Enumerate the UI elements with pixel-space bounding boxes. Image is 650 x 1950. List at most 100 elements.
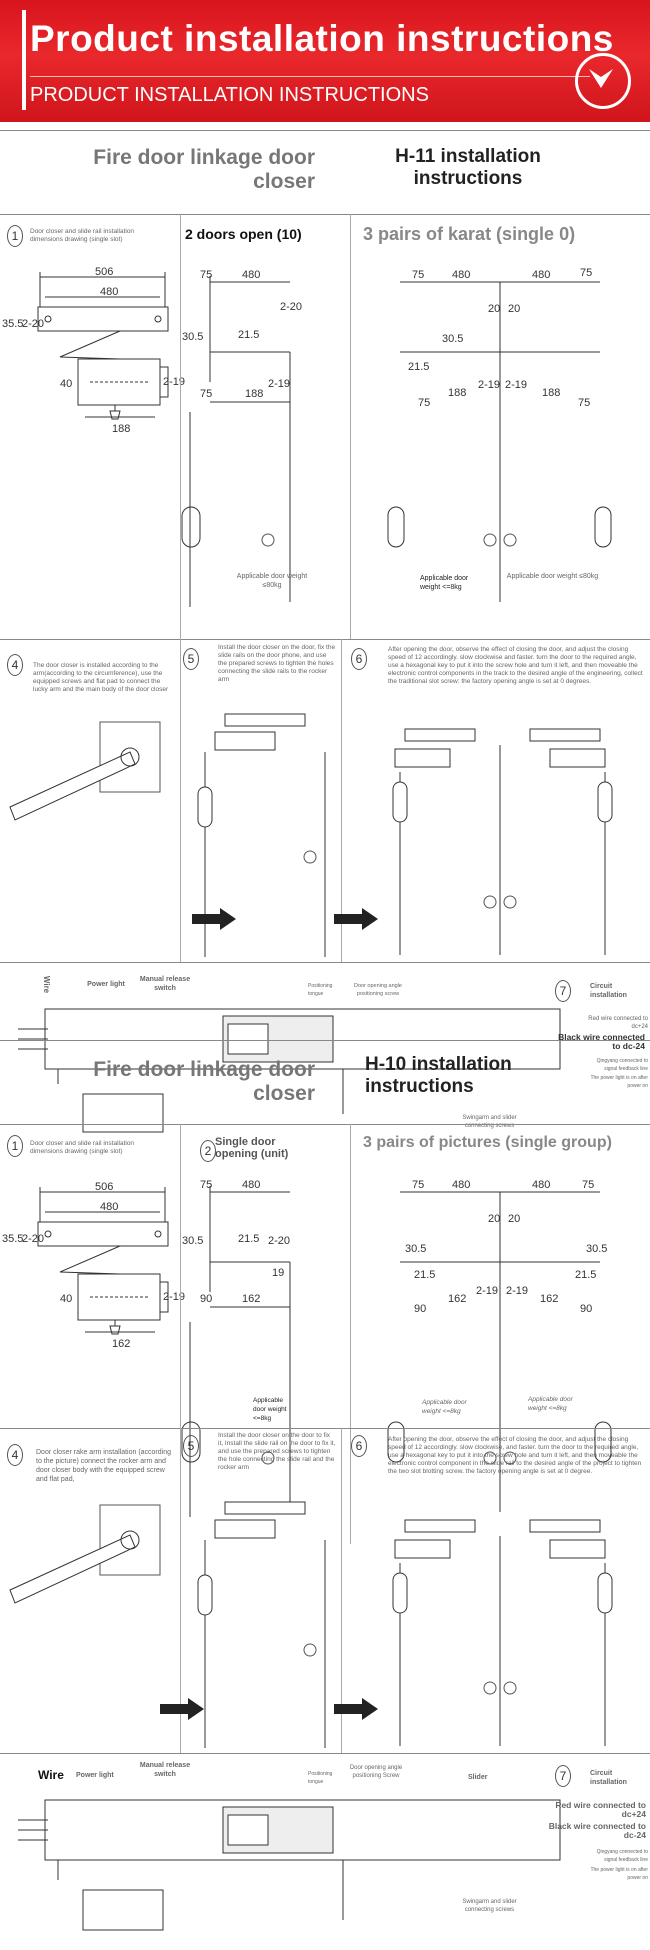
power-note-label: The power light is on after power on [590,1867,648,1881]
divider [180,639,181,962]
door-weight-note: Applicable door weight <=8kg [420,575,469,591]
closer-dimension-drawing: 506 480 35.5 2-20 40 2-19 188 [2,266,185,435]
manual-release-label: Manual release switch [139,976,191,992]
section-title-left: Fire door linkage door closer [93,1058,315,1105]
rail-assembly-drawing [18,1008,561,1133]
section-title-right: H-10 installation instructions [365,1054,512,1097]
step-caption: The door closer is installed according t… [33,662,169,693]
section-title-left: Fire door linkage door closer [93,146,315,193]
dim-label: 90 [580,1303,592,1315]
step-caption: Install the door closer on the door, fix… [218,644,336,683]
divider [0,214,650,215]
dim-label: 75 [580,267,592,279]
dim-label: 480 [532,1179,550,1191]
circuit-label: Circuit installation [590,1770,627,1786]
step-number-1: 1 [7,225,23,247]
dim-label: 480 [452,269,470,281]
divider [30,76,590,77]
dim-label: 19 [272,1267,284,1279]
rail-assembly-drawing [18,1799,561,1931]
wire-label: Wire [38,1768,64,1782]
dim-label: 21.5 [238,1233,259,1245]
red-wire-label: Red wire connected to dc+24 [555,1800,646,1819]
divider [0,1428,650,1429]
step-number-6: 6 [351,648,367,670]
divider [341,1428,342,1753]
dim-label: 480 [452,1179,470,1191]
dim-label: 75 [412,269,424,281]
dim-label: 2-19 [506,1285,528,1297]
red-wire-label: Red wire connected to dc+24 [588,1016,648,1030]
dim-label: 30.5 [182,331,203,343]
door-mount-drawing [197,1501,326,1748]
positioning-label: Positioning tongue [308,983,333,997]
step-number-5: 5 [183,1435,199,1457]
step-3-title: 3 pairs of pictures (single group) [363,1134,612,1151]
dim-label: 20 [508,303,520,315]
door-weight-note: Applicable door weight <=8kg [253,1397,287,1422]
dim-label: 35.5 [2,1233,23,1245]
dim-label: 162 [112,1338,130,1350]
dim-label: 162 [448,1293,466,1305]
arm-install-drawing [9,721,161,821]
dim-label: 75 [200,1179,212,1191]
step-number-7: 7 [555,980,571,1002]
dim-label: 2-19 [476,1285,498,1297]
divider [180,1124,181,1544]
dim-label: 35.5 [2,318,23,330]
single-door-dimension-drawing: 75 480 2-20 30.5 21.5 75 188 2-19 [181,269,302,607]
step-number-5: 5 [183,648,199,670]
step-number-2: 2 [200,1140,216,1162]
chevron-down-icon [575,53,631,109]
dim-label: 2-19 [163,376,185,388]
dim-label: 480 [532,269,550,281]
dim-label: 480 [100,1201,118,1213]
signal-label: Qingyang connected to signal feedback li… [596,1058,648,1072]
step-caption: Door closer and slide rail installation … [30,1140,135,1155]
arrow-right-icon [334,908,378,930]
step-2-title: 2 doors open (10) [185,226,302,242]
double-door-mount-drawing [392,728,613,955]
door-weight-note: Applicable door weight ≤80kg [236,573,308,589]
power-note-label: The power light is on after power on [590,1075,648,1089]
signal-label: Qingyang connected to signal feedback li… [596,1849,648,1863]
dim-label: 162 [242,1293,260,1305]
step-number-4: 4 [7,654,23,676]
dim-label: 90 [200,1293,212,1305]
door-weight-note: Applicable door weight ≤80kg [506,573,599,580]
swingarm-label: Swingarm and slider connecting screws [462,1899,517,1913]
double-door-dimension-drawing: 75 480 480 75 20 20 30.5 21.5 2-19 188 2… [387,267,612,602]
step-caption: Door closer rake arm installation (accor… [36,1449,171,1483]
divider [350,1124,351,1544]
closer-dimension-drawing: 506 480 35.5 2-20 40 2-19 162 [2,1181,185,1350]
dim-label: 2-20 [280,301,302,313]
section-h11: Fire door linkage door closer H-11 insta… [0,122,650,1133]
dim-label: 21.5 [408,361,429,373]
arrow-right-icon [334,1698,378,1720]
divider [180,1428,181,1753]
step-caption: After opening the door, observe the effe… [388,1436,642,1475]
dim-label: 480 [242,1179,260,1191]
dim-label: 506 [95,266,113,278]
dim-label: 188 [448,387,466,399]
arrow-right-icon [160,1698,204,1720]
step-caption: Door closer and slide rail installation … [30,228,135,243]
dim-label: 20 [508,1213,520,1225]
door-opening-label: Door opening angle positioning screw [353,983,402,997]
dim-label: 75 [412,1179,424,1191]
dim-label: 2-20 [22,1233,44,1245]
black-wire-label: Black wire connected to dc-24 [548,1821,646,1840]
dim-label: 188 [112,423,130,435]
door-weight-note: Applicable door weight <=8kg [422,1399,467,1415]
power-light-label: Power light [87,981,125,988]
dim-label: 506 [95,1181,113,1193]
wire-label: Wire [42,975,52,994]
step-number-6: 6 [351,1435,367,1457]
divider [350,214,351,639]
divider [180,214,181,639]
step-number-1: 1 [7,1135,23,1157]
dim-label: 30.5 [405,1243,426,1255]
divider [0,1124,650,1125]
dim-label: 90 [414,1303,426,1315]
power-light-label: Power light [76,1772,114,1779]
